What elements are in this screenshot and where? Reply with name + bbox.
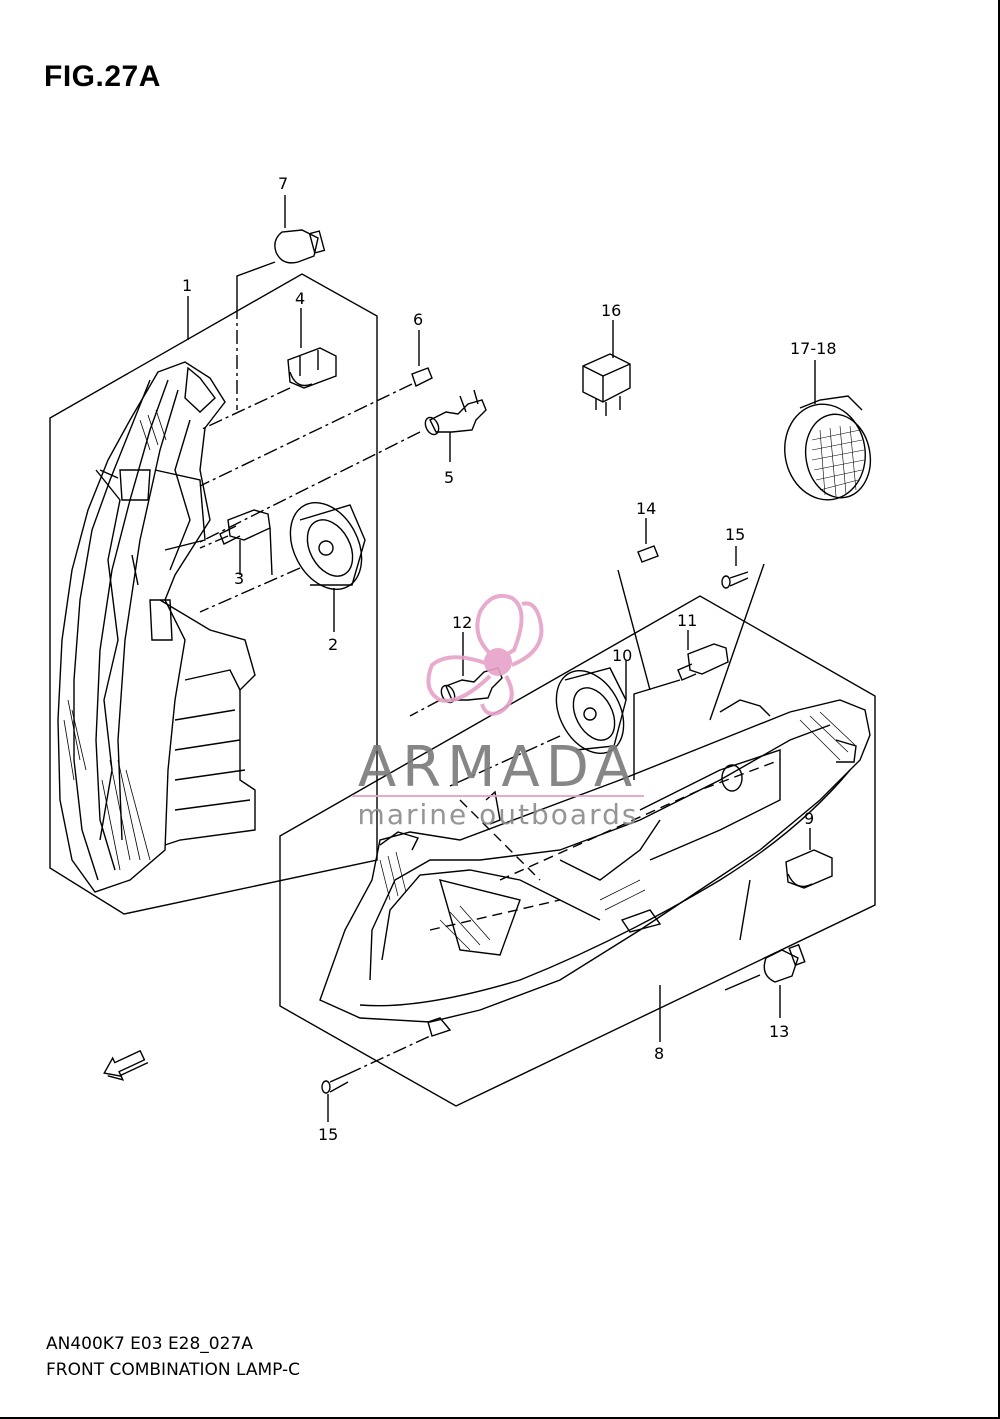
- callout-2: 2: [328, 635, 338, 654]
- socket-3-shape: [219, 509, 271, 545]
- bulb-5-shape: [424, 389, 487, 436]
- callout-7: 7: [278, 174, 288, 193]
- callout-3: 3: [234, 569, 244, 588]
- callout-11: 11: [677, 611, 697, 630]
- callout-1: 1: [182, 276, 192, 295]
- socket-11-shape: [677, 643, 729, 681]
- screw-15-top-shape: [721, 571, 749, 589]
- armada-watermark: ARMADA marine outboards: [352, 593, 644, 831]
- socket-9-shape: [785, 849, 833, 889]
- callout-15-bottom: 15: [318, 1125, 338, 1144]
- watermark-tagline: marine outboards: [358, 798, 639, 831]
- left-lamp-shading: [63, 409, 167, 871]
- callout-4: 4: [295, 289, 305, 308]
- callout-5: 5: [444, 468, 454, 487]
- callout-10: 10: [612, 646, 632, 665]
- leader-7b: [236, 261, 276, 305]
- reflector-hatch: [811, 425, 865, 497]
- bulb-7-shape: [274, 229, 326, 264]
- figure-title: FIG.27A: [44, 60, 161, 93]
- callout-8: 8: [654, 1044, 664, 1063]
- callout-17-18: 17-18: [790, 339, 837, 358]
- callout-16: 16: [601, 301, 621, 320]
- diagram-code: AN400K7 E03 E28_027A: [46, 1334, 253, 1354]
- bulb-6-shape: [411, 367, 433, 387]
- right-lamp-shading: [379, 711, 856, 951]
- propeller-logo-icon: [426, 593, 544, 716]
- callouts: 7 1 4 6 5 3 2 16 17-18 14 15 12 11 10 9 …: [182, 174, 837, 1144]
- watermark-brand: ARMADA: [358, 735, 638, 800]
- left-assembly-outline: [49, 273, 378, 915]
- leader-3: [239, 527, 273, 576]
- callout-6: 6: [413, 310, 423, 329]
- bulb-13-shape: [763, 943, 806, 983]
- reflector-17-shape: [784, 395, 872, 501]
- relay-16-shape: [582, 353, 631, 416]
- callout-9: 9: [804, 809, 814, 828]
- cap-2-shape: [289, 501, 366, 591]
- fwd-arrow-icon: [103, 1049, 149, 1081]
- left-headlamp-housing: [57, 361, 256, 893]
- leader-13: [724, 974, 781, 1018]
- socket-4-shape: [287, 347, 337, 389]
- callout-14: 14: [636, 499, 656, 518]
- right-headlamp-housing: [319, 699, 871, 1037]
- diagram-caption: FRONT COMBINATION LAMP-C: [46, 1360, 301, 1380]
- screw-15-bottom-shape: [321, 1073, 349, 1094]
- callout-13: 13: [769, 1022, 789, 1041]
- callout-12: 12: [452, 613, 472, 632]
- bulb-14-shape: [637, 545, 659, 563]
- callout-15-top: 15: [725, 525, 745, 544]
- right-assembly-outline: [279, 595, 876, 1107]
